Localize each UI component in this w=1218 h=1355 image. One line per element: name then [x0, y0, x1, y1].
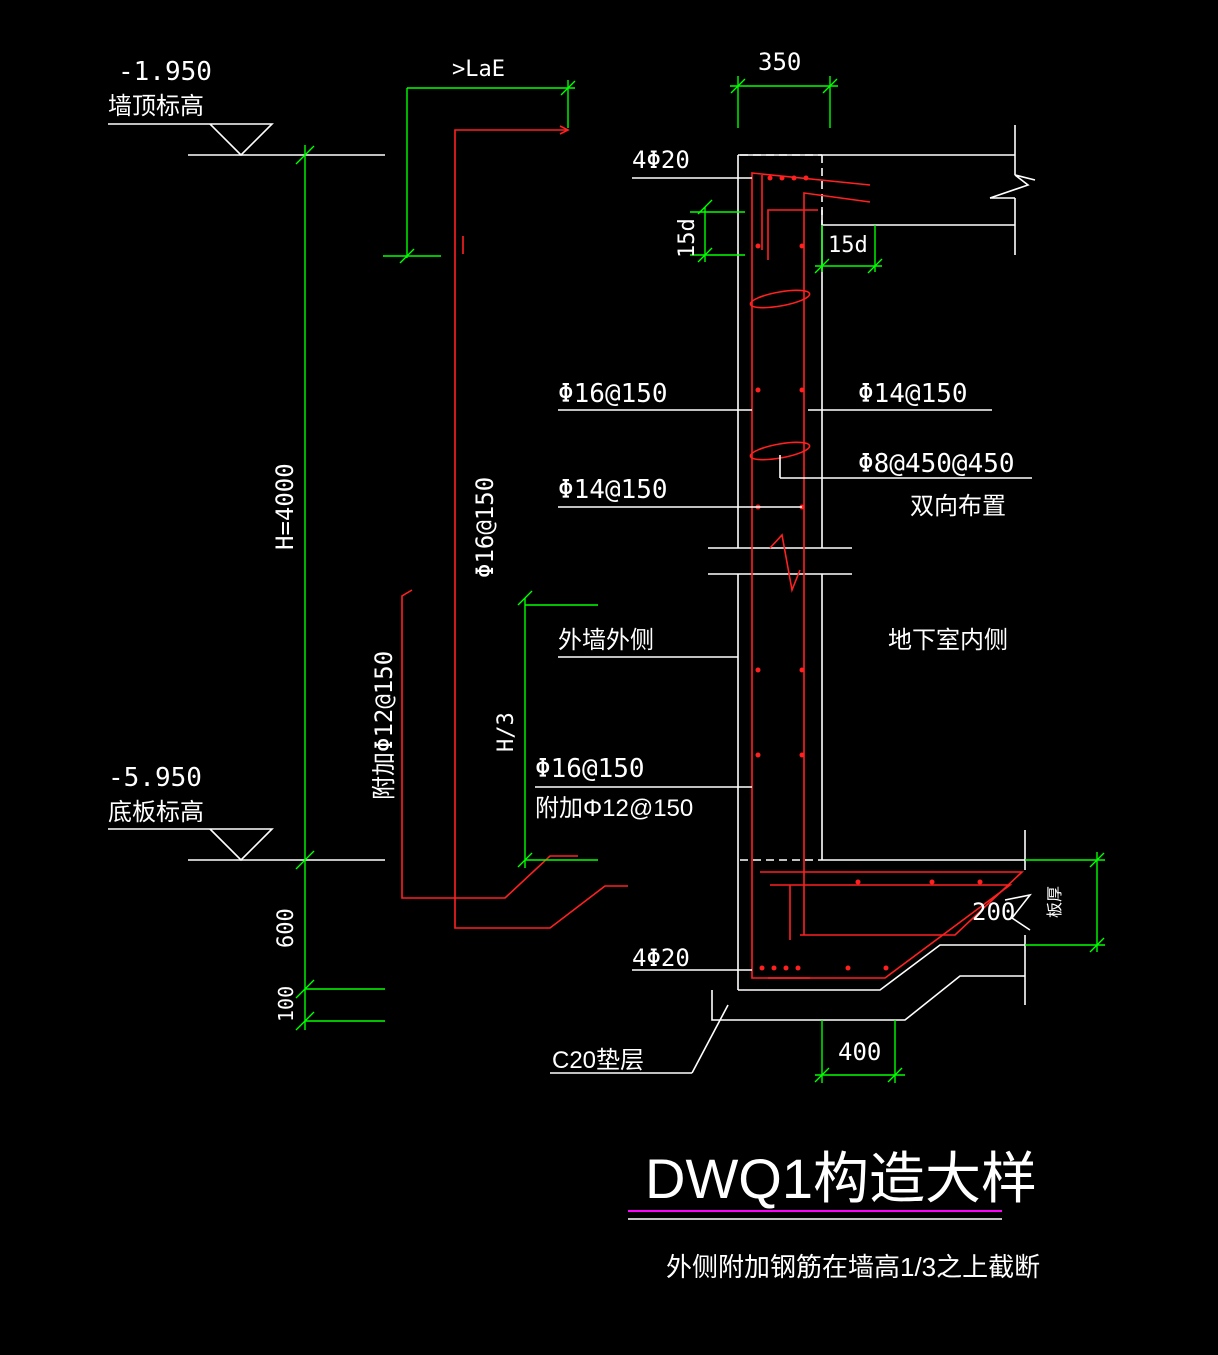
dim-15d-horizontal-text: 15d: [828, 233, 868, 258]
bottom-rebar-label: 4Φ20: [632, 944, 690, 972]
h3-dimension-text: H/3: [494, 712, 519, 752]
dim-400: [814, 1020, 905, 1083]
slab-thickness-text: 板厚: [1046, 886, 1064, 918]
dim-15d-vertical: [690, 199, 745, 263]
additional-rebar-text: 附加Φ12@150: [370, 651, 398, 800]
tie-rebar-note: 双向布置: [910, 493, 1006, 520]
wall-outline: [550, 125, 1036, 1074]
bottom-elevation-value: -5.950: [108, 763, 202, 793]
cushion-label: C20垫层: [552, 1047, 644, 1074]
bottom-elevation-label: 底板标高: [108, 798, 204, 826]
top-elevation-label: 墙顶标高: [108, 92, 204, 120]
vertical-rebar-text: Φ16@150: [471, 477, 499, 578]
outer-rebar-label-1: Φ16@150: [558, 379, 668, 409]
top-elevation-value: -1.950: [118, 57, 212, 87]
drawing-title: DWQ1构造大样: [645, 1147, 1037, 1210]
height-dimension-text: H=4000: [271, 463, 299, 550]
drawing-note: 外侧附加钢筋在墙高1/3之上截断: [666, 1252, 1040, 1282]
outer-side-label: 外墙外侧: [558, 627, 654, 654]
dim-slab-thickness: [1025, 852, 1105, 953]
inner-rebar-label-2: Φ14@150: [558, 475, 668, 505]
dim-15d-vertical-text: 15d: [675, 218, 700, 258]
dim-200-text: 200: [972, 898, 1015, 926]
additional-rebar-label-2: 附加Φ12@150: [535, 795, 693, 822]
dim-350-text: 350: [758, 48, 801, 76]
height-dimension-line: [295, 145, 385, 1031]
top-elevation-marker: [108, 123, 385, 157]
lae-dimension: [383, 80, 576, 264]
bottom-elevation-marker: [108, 828, 385, 862]
dim-400-text: 400: [838, 1038, 881, 1066]
dim-100-text: 100: [274, 986, 298, 1022]
dim-350: [730, 76, 838, 128]
dim-15d-horizontal: [814, 225, 883, 274]
top-rebar-label: 4Φ20: [632, 146, 690, 174]
inner-side-label: 地下室内侧: [888, 627, 1008, 654]
leader-lines: [535, 177, 992, 971]
inner-rebar-label-1: Φ14@150: [858, 379, 968, 409]
lae-dimension-text: >LaE: [452, 57, 505, 82]
h3-dimension: [517, 590, 598, 868]
additional-outer-rebar: [401, 589, 578, 899]
outer-vertical-rebar: [454, 125, 628, 929]
wall-rebar-cage: [749, 172, 1032, 979]
outer-rebar-label-2: Φ16@150: [535, 754, 645, 784]
dim-600-text: 600: [274, 908, 299, 948]
tie-rebar-label: Φ8@450@450: [858, 449, 1015, 479]
